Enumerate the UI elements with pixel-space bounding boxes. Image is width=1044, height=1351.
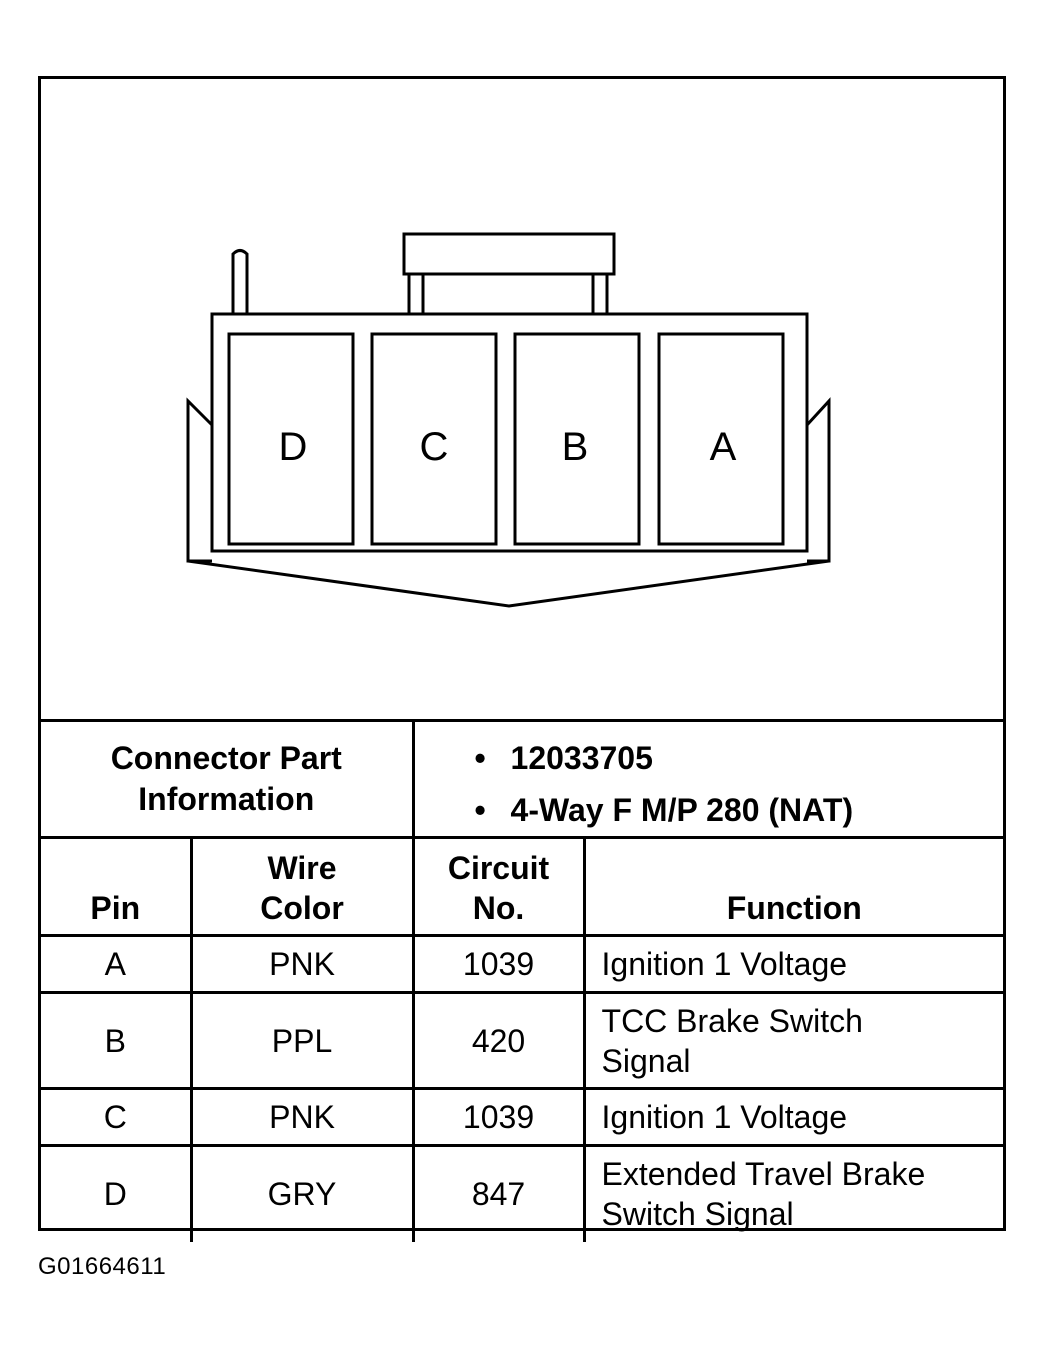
figure-frame: D C B A Connector Part Information 12033…: [38, 76, 1006, 1242]
connector-diagram: D C B A: [41, 79, 1003, 719]
connector-info-table: Connector Part Information 12033705 4-Wa…: [41, 719, 1004, 1242]
table-row: D GRY 847 Extended Travel Brake Switch S…: [41, 1144, 1004, 1242]
row-pin: A: [41, 934, 193, 994]
row-function: TCC Brake Switch Signal: [582, 991, 1004, 1090]
row-function-line2: Switch Signal: [601, 1196, 794, 1233]
part-info-list: 12033705 4-Way F M/P 280 (NAT): [475, 732, 1004, 836]
row-circuit: 1039: [411, 1087, 586, 1147]
row-circuit: 1039: [411, 934, 586, 994]
cavity-a: [657, 332, 785, 546]
row-function-line2: Signal: [601, 1042, 691, 1079]
header-row: Pin Wire Color Circuit No. Function: [41, 836, 1004, 937]
header-function: Function: [582, 836, 1004, 937]
header-wire-color-line1: Wire: [267, 850, 337, 886]
row-function-line1: Extended Travel Brake: [601, 1156, 926, 1193]
part-info-label-line2: Information: [138, 781, 315, 817]
cavity-d: [227, 332, 355, 546]
table-row: B PPL 420 TCC Brake Switch Signal: [41, 991, 1004, 1090]
cavity-b: [513, 332, 641, 546]
header-circuit-no: Circuit No.: [411, 836, 586, 937]
row-function: Extended Travel Brake Switch Signal: [582, 1144, 1004, 1242]
header-wire-color: Wire Color: [189, 836, 415, 937]
row-function-line1: TCC Brake Switch: [601, 1002, 863, 1039]
polarizing-rib: [231, 249, 249, 314]
row-wire-color: PPL: [189, 991, 415, 1090]
header-circuit-line1: Circuit: [447, 850, 550, 886]
part-number: 12033705: [475, 732, 1004, 784]
pin-label-a: A: [710, 425, 737, 469]
part-description: 4-Way F M/P 280 (NAT): [475, 784, 1004, 836]
table-row: C PNK 1039 Ignition 1 Voltage: [41, 1087, 1004, 1147]
left-wing: [186, 397, 214, 563]
cavity-c: [370, 332, 498, 546]
pin-label-c: C: [420, 425, 449, 469]
row-circuit: 847: [411, 1144, 586, 1242]
part-info-row: Connector Part Information 12033705 4-Wa…: [41, 719, 1004, 839]
row-function: Ignition 1 Voltage: [582, 934, 1004, 994]
row-function: Ignition 1 Voltage: [582, 1087, 1004, 1147]
header-pin: Pin: [41, 836, 193, 937]
part-info-values: 12033705 4-Way F M/P 280 (NAT): [411, 719, 1004, 839]
row-function-line1: Ignition 1 Voltage: [601, 946, 848, 982]
connector-body: [210, 312, 809, 553]
row-wire-color: PNK: [189, 934, 415, 994]
right-wing: [805, 397, 831, 563]
pin-label-b: B: [562, 425, 589, 469]
table-row: A PNK 1039 Ignition 1 Voltage: [41, 934, 1004, 994]
part-info-label-line1: Connector Part: [110, 740, 342, 776]
connector-face-drawing: D C B A: [186, 232, 831, 608]
row-pin: B: [41, 991, 193, 1090]
header-wire-color-line2: Color: [260, 890, 344, 926]
part-info-label: Connector Part Information: [41, 719, 415, 839]
row-wire-color: GRY: [189, 1144, 415, 1242]
row-pin: D: [41, 1144, 193, 1242]
header-circuit-line2: No.: [472, 890, 525, 926]
latch-top: [402, 232, 616, 276]
figure-id: G01664611: [38, 1253, 167, 1280]
row-function-line1: Ignition 1 Voltage: [601, 1099, 848, 1135]
row-wire-color: PNK: [189, 1087, 415, 1147]
row-circuit: 420: [411, 991, 586, 1090]
bottom-chevron: [187, 559, 830, 608]
row-pin: C: [41, 1087, 193, 1147]
pin-label-d: D: [279, 425, 308, 469]
